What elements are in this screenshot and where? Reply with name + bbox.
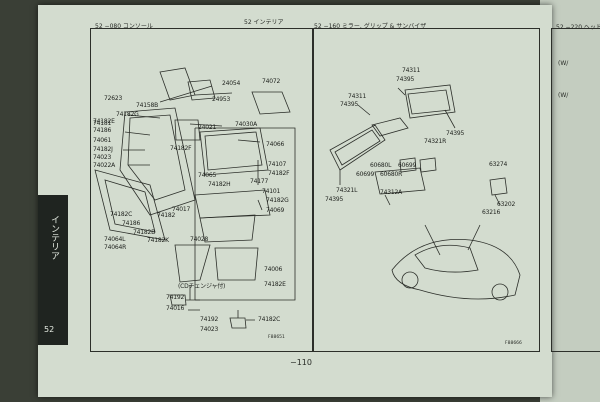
part-label: 74072: [262, 78, 281, 85]
part-label: 74182F: [268, 170, 290, 177]
part-label: 74182E: [93, 118, 115, 125]
left-section-header: 52 −080 コンソール: [95, 23, 153, 30]
part-label: 74321R: [424, 138, 447, 145]
part-label: 24021: [198, 124, 217, 131]
part-label: 74023: [200, 326, 219, 333]
part-label: 74181: [93, 120, 112, 127]
page-number: −110: [290, 358, 312, 367]
left-diagram-frame: [90, 28, 314, 352]
part-label: 74066: [266, 141, 285, 148]
part-label: 24054: [222, 80, 241, 87]
far-right-frame: [551, 28, 600, 352]
part-label: 74182C: [110, 211, 133, 218]
part-label: 74192: [200, 316, 219, 323]
part-label: 74064R: [104, 244, 127, 251]
part-label: 74017: [172, 206, 191, 213]
part-label: 63274: [489, 161, 508, 168]
part-label: 74022A: [93, 162, 115, 169]
section-tab: インテリア 52: [38, 195, 68, 345]
part-label: 74107: [268, 161, 287, 168]
part-label: 60699: [356, 171, 375, 178]
part-label: 74065: [198, 172, 217, 179]
part-label: 74182G: [266, 197, 289, 204]
part-label: 74101: [262, 188, 281, 195]
part-label: 74321L: [336, 187, 358, 194]
part-label: 74182H: [208, 181, 231, 188]
part-label: 74030A: [235, 121, 257, 128]
part-label: 74182G: [116, 111, 139, 118]
part-label: 74395: [340, 101, 359, 108]
figure-code-left: F88651: [268, 335, 285, 340]
part-label: 60680R: [380, 171, 403, 178]
part-label: 74028: [190, 236, 209, 243]
part-label: 74177: [250, 178, 269, 185]
cd-changer-note: (CDチェンジャ付): [178, 283, 226, 290]
part-label: 63216: [482, 209, 501, 216]
part-label: 60699: [398, 162, 417, 169]
part-label: 74395: [325, 196, 344, 203]
part-label: 74158B: [136, 102, 159, 109]
part-label: 74023: [93, 154, 112, 161]
part-label: 24953: [212, 96, 231, 103]
part-label: 74006: [264, 266, 283, 273]
part-label: 74182J: [93, 146, 113, 153]
part-label: 72623: [104, 95, 123, 102]
center-header: 52 インテリア: [244, 19, 284, 26]
part-label: 63202: [497, 201, 516, 208]
section-tab-label: インテリア: [49, 215, 59, 260]
part-label: 74312A: [380, 189, 402, 196]
part-label: 74182C: [258, 316, 281, 323]
part-label: 74182: [157, 212, 176, 219]
part-label: 74064L: [104, 236, 126, 243]
part-label: 74182F: [170, 145, 192, 152]
right-diagram-frame: [312, 28, 540, 352]
far-right-label-1: (W/: [558, 60, 569, 67]
part-label: 74182B: [133, 229, 156, 236]
part-label: 74069: [266, 207, 285, 214]
part-label: 74395: [396, 76, 415, 83]
part-label: 74311: [402, 67, 421, 74]
part-label: 74061: [93, 137, 112, 144]
part-label: 74311: [348, 93, 367, 100]
figure-code-right: F88666: [505, 341, 522, 346]
part-label: 60680L: [370, 162, 392, 169]
part-label: 74186: [93, 127, 112, 134]
part-label: 74016: [166, 305, 185, 312]
far-right-label-2: (W/: [558, 92, 569, 99]
section-tab-number: 52: [44, 325, 55, 334]
part-label: 74192: [166, 294, 185, 301]
part-label: 74395: [446, 130, 465, 137]
part-label: 74182E: [264, 281, 286, 288]
part-label: 74182K: [147, 237, 169, 244]
right-section-header: 52 −160 ミラー, グリップ & サンバイザ: [314, 23, 427, 30]
far-right-header: 52 −220 ヘッド: [556, 24, 600, 31]
part-label: 74186: [122, 220, 141, 227]
